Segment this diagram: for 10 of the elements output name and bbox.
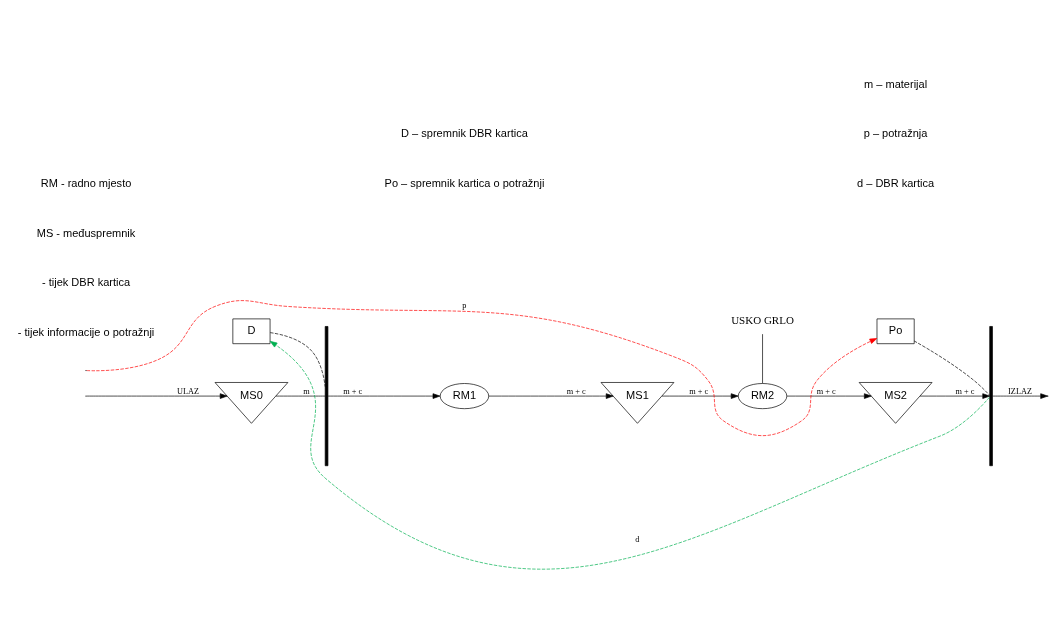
label: d – DBR kartica [857,177,935,190]
label: D – spremnik DBR kartica [401,127,528,140]
node-text: USKO GRLO [731,314,794,327]
label: Po – spremnik kartica o potražnji [384,177,545,190]
legend-label: - tijek informacije o potražnji [17,325,155,338]
label: RM - radno mjesto [40,177,132,190]
label: MS - međuspremnik [36,226,136,239]
label: m – materijal [864,77,928,90]
label: p – potražnja [863,127,928,140]
legend-label: - tijek DBR kartica [41,276,131,289]
